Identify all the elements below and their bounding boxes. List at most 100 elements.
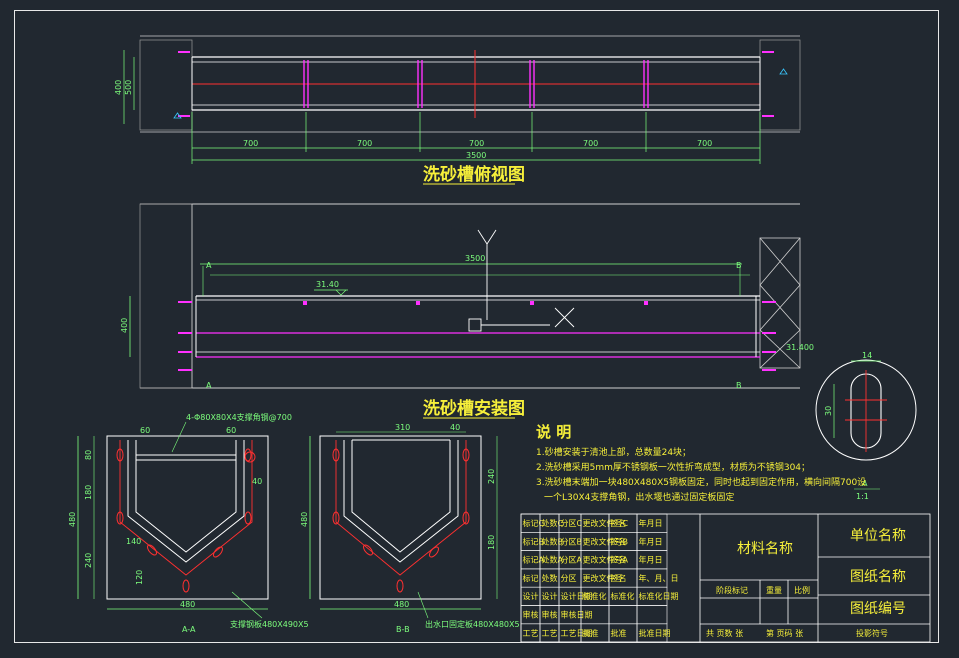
- tb-ratio: 比例: [794, 585, 810, 595]
- tb-cell-text: 标记: [523, 573, 539, 583]
- tb-cell-text: 审核: [523, 610, 539, 620]
- tb-cell-text: 年月日: [639, 555, 663, 565]
- note-line-3: 3.洗砂槽末端加一块480X480X5钢板固定，同时也起到固定作用，横向间隔70…: [536, 476, 866, 488]
- tb-cell-text: 签名: [611, 573, 627, 583]
- tb-cell-text: 更改文件号A: [583, 555, 629, 565]
- detail-label: A: [862, 479, 868, 488]
- bb-label: B-B: [396, 625, 410, 634]
- install-length: 3500: [465, 254, 485, 263]
- bb-dim-height: 480: [300, 512, 309, 527]
- notes: 说 明 1.砂槽安装于清池上部，总数量24块； 2.洗砂槽采用5mm厚不锈钢板一…: [536, 423, 866, 503]
- install-level-right: 31.400: [786, 343, 814, 352]
- aa-dim-80: 80: [84, 450, 93, 460]
- tb-cell-text: 年月日: [639, 536, 663, 546]
- install-height: 400: [120, 318, 129, 333]
- tb-cell-text: 设计日期: [561, 591, 593, 601]
- tb-cell-text: 分区C: [561, 519, 583, 528]
- top-seg-1: 700: [243, 139, 258, 148]
- detail-a: 14 30 A 1:1: [815, 351, 917, 501]
- aa-dim-height: 480: [68, 512, 77, 527]
- install-level: 31.40: [316, 280, 339, 289]
- tb-cell-text: 标记C: [523, 518, 545, 528]
- tb-cell-text: 标准化: [611, 591, 635, 601]
- note-line-2: 2.洗砂槽采用5mm厚不锈钢板一次性折弯成型，材质为不锈钢304；: [536, 461, 810, 473]
- top-seg-5: 700: [697, 139, 712, 148]
- tb-unit: 单位名称: [850, 528, 906, 544]
- aa-dim-40: 40: [252, 477, 262, 486]
- tb-cell-text: 分区: [561, 574, 577, 583]
- detail-dim-width: 14: [862, 351, 872, 360]
- tb-cell-text: 标准化日期: [639, 591, 679, 601]
- tb-cell-text: 处数A: [542, 555, 564, 565]
- tb-cell-text: 签名: [611, 518, 627, 528]
- tb-cell-text: 年、月、日: [639, 573, 679, 583]
- title-block-text: 材料名称 单位名称 图纸名称 图纸编号 投影符号 阶段标记 重量 比例 共 页数…: [706, 528, 906, 638]
- tb-cell: [608, 605, 638, 625]
- note-line-1: 1.砂槽安装于清池上部，总数量24块；: [536, 446, 691, 458]
- tb-cell-text: 工艺: [542, 629, 558, 638]
- tb-sheet2: 第 页码 张: [766, 628, 803, 638]
- top-dim-h1: 400: [114, 80, 123, 95]
- tb-stage: 阶段标记: [716, 585, 748, 595]
- aa-top-note: 4-Φ80X80X4支撑角钢@700: [186, 412, 292, 422]
- bb-dim-310: 310: [395, 423, 410, 432]
- tb-cell-text: 处数C: [542, 518, 564, 528]
- top-dim-h2: 500: [124, 80, 133, 95]
- detail-scale: 1:1: [856, 492, 869, 501]
- aa-dim-width: 480: [180, 600, 195, 609]
- tb-cell-text: 设计: [542, 591, 558, 601]
- tb-cell-text: 标记B: [523, 536, 545, 546]
- section-aa: 480 480 80 180 240 60 60 40 140 120 4-Φ8…: [68, 412, 309, 634]
- tb-sheet: 共 页数 张: [706, 628, 743, 638]
- tb-cell-text: 设计: [523, 591, 539, 601]
- tb-cell-text: 签名: [611, 536, 627, 546]
- tb-cell-text: 审核: [542, 610, 558, 620]
- install-view: 3500 A B A B 31.40 31.400 400 洗砂槽安装图: [120, 203, 814, 419]
- top-seg-2: 700: [357, 139, 372, 148]
- top-seg-3: 700: [469, 139, 484, 148]
- tb-cell-text: 审核日期: [561, 610, 593, 620]
- section-a-bottom: A: [206, 381, 212, 390]
- tb-drawing-name: 图纸名称: [850, 569, 906, 585]
- tb-material: 材料名称: [737, 541, 793, 557]
- tb-cell-text: 分区A: [561, 556, 583, 565]
- aa-dim-120: 120: [135, 570, 144, 585]
- tb-cell-text: 批准日期: [639, 628, 671, 638]
- bb-plate-note: 出水口固定板480X480X5: [425, 619, 520, 629]
- bb-dim-width: 480: [394, 600, 409, 609]
- tb-cell-text: 分区B: [561, 537, 583, 546]
- top-view-title: 洗砂槽俯视图: [423, 164, 525, 185]
- tb-cell-text: 签名: [611, 555, 627, 565]
- bb-dim-180: 180: [487, 535, 496, 550]
- top-seg-4: 700: [583, 139, 598, 148]
- tb-drawing-no: 图纸编号: [850, 601, 906, 617]
- tb-cell-text: 批准: [583, 628, 599, 638]
- note-line-4: 一个L30X4支撑角钢，出水堰也通过固定板固定: [544, 491, 734, 503]
- tb-cell-text: 处数: [542, 573, 558, 583]
- tb-cell-text: 批准: [611, 628, 627, 638]
- aa-label: A-A: [182, 625, 196, 634]
- tb-weight: 重量: [766, 585, 782, 595]
- tb-cell-text: 工艺: [523, 629, 539, 638]
- section-bb: 480 480 310 40 240 180 出水口固定板480X480X5 B…: [300, 423, 520, 634]
- aa-dim-240: 240: [84, 553, 93, 568]
- aa-dim-140: 140: [126, 537, 141, 546]
- tb-cell-text: 处数B: [542, 536, 564, 546]
- tb-cell-text: 标准化: [583, 591, 607, 601]
- install-wall-left: [139, 203, 193, 389]
- aa-dim-60a: 60: [140, 426, 150, 435]
- bb-dim-40: 40: [450, 423, 460, 432]
- install-view-title: 洗砂槽安装图: [423, 398, 525, 419]
- tb-cell-text: 年月日: [639, 518, 663, 528]
- top-view: 400 500 700 700 700 700 700 3500 洗砂槽俯视图: [114, 35, 801, 185]
- detail-dim-height: 30: [824, 406, 833, 416]
- install-wall-right: [759, 237, 801, 369]
- bb-dim-240: 240: [487, 469, 496, 484]
- aa-dim-180: 180: [84, 485, 93, 500]
- section-b-top: B: [736, 261, 742, 270]
- tb-cell-text: 更改文件号: [583, 573, 623, 583]
- aa-plate-note: 支撑钢板480X490X5: [230, 619, 309, 629]
- notes-heading: 说 明: [536, 423, 571, 441]
